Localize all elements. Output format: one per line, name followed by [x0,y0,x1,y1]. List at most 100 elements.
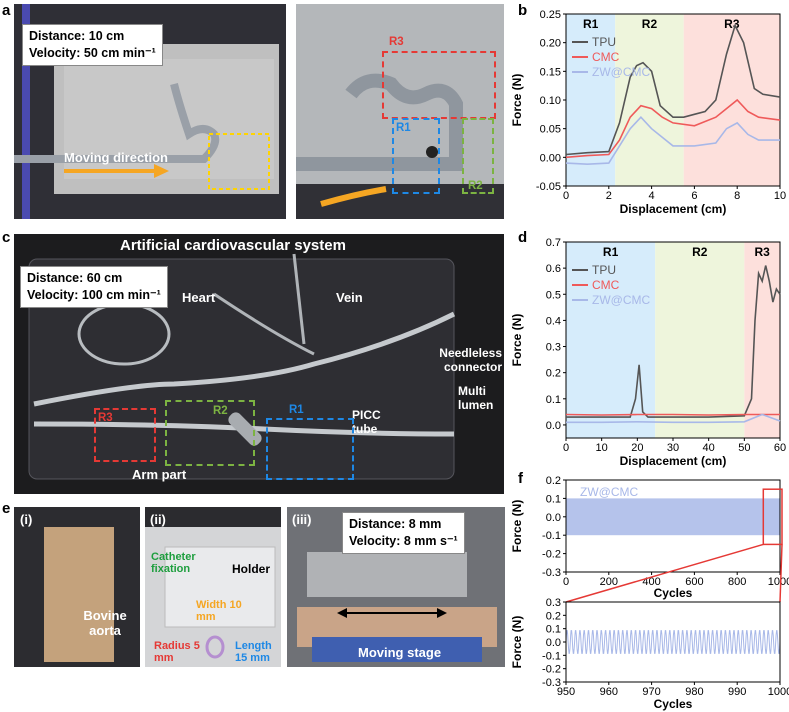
y-tick-label: 0.00 [540,152,561,164]
x-tick-label: 60 [774,442,786,454]
picc-tube-label: PICC tube [352,408,381,436]
x-tick-label: 980 [685,686,703,698]
series-line-zw-cmc [566,413,781,424]
bovine-aorta-illustration [14,507,140,667]
y-tick-label: 0.2 [546,610,561,622]
y-axis-label-bottom: Force (N) [510,616,524,669]
x-tick-label: 10 [774,190,786,202]
panel-a-label: a [2,2,11,19]
panel-a-distance: Distance: 10 cm [29,29,125,43]
y-tick-label: 0.2 [546,368,561,380]
x-tick-label: 40 [703,442,715,454]
panel-e-label: e [2,500,11,517]
region-r3-box-c [94,408,156,462]
y-axis-label: Force (N) [510,74,524,127]
legend-entry: TPU [592,35,616,49]
y-tick-label: -0.05 [536,181,561,193]
y-tick-label: 0.7 [546,237,561,249]
region-r1-label-a: R1 [396,122,411,134]
y-tick-label: 0.6 [546,263,561,275]
y-tick-label: -0.1 [542,530,561,542]
length-label: Length 15 mm [235,640,272,664]
x-tick-label: 1000 [768,576,789,588]
legend-entry: ZW@CMC [580,485,639,499]
panel-c-velocity: Velocity: 100 cm min⁻¹ [27,288,161,302]
y-tick-label: 0.5 [546,289,561,301]
panel-a-photo-right [296,4,504,219]
x-tick-label: 2 [606,190,612,202]
series-line-cmc [565,98,781,159]
region-r1-label-c: R1 [289,404,304,416]
sub-iii-label: (iii) [292,512,312,527]
y-tick-label: 0.0 [546,512,561,524]
x-tick-label: 6 [691,190,697,202]
cardiovascular-model-illustration [14,234,504,494]
series-line-zw-cmc-zoom [565,630,781,654]
x-axis-label: Displacement (cm) [620,202,727,216]
x-tick-label: 4 [649,190,655,202]
region-r1-box-a [392,118,440,194]
legend-entry: ZW@CMC [592,293,651,307]
region-band-r3 [744,242,780,438]
y-tick-label: 0.3 [546,342,561,354]
moving-stage-label: Moving stage [358,645,442,660]
y-tick-label: -0.1 [542,650,561,662]
panel-a-info-box: Distance: 10 cm Velocity: 50 cm min⁻¹ [22,24,163,66]
panel-f-label: f [518,470,523,487]
legend-entry: CMC [592,278,620,292]
x-tick-label: 50 [738,442,750,454]
zoom-connector-left [565,543,764,603]
x-tick-label: 960 [600,686,618,698]
series-line-cmc [565,413,780,416]
radius-label: Radius 5 mm [154,640,200,664]
x-tick-label: 8 [734,190,740,202]
y-axis-label: Force (N) [510,314,524,367]
x-tick-label: 20 [631,442,643,454]
panel-d-label: d [518,229,528,246]
moving-direction-label: Moving direction [64,150,168,165]
region-r1-box-c [266,418,354,480]
y-tick-label: 0.1 [546,394,561,406]
panel-e-distance: Distance: 8 mm [349,517,442,531]
needleless-connector-label: Needleless connector [439,346,502,374]
region-band-r3 [683,14,780,186]
y-tick-label: 0.2 [546,475,561,487]
panel-e-photo-ii [145,507,281,667]
x-tick-label: 30 [667,442,679,454]
y-tick-label: -0.3 [542,677,561,689]
x-tick-label: 200 [600,576,618,588]
panel-c-title: Artificial cardiovascular system [120,237,346,254]
y-tick-label: 0.05 [540,124,561,136]
panel-c-label: c [2,229,11,246]
x-axis-label-top: Cycles [654,586,693,600]
panel-e-info-box: Distance: 8 mm Velocity: 8 mm s⁻¹ [342,512,465,554]
x-tick-label: 600 [685,576,703,588]
y-tick-label: -0.3 [542,567,561,579]
zoom-connector-right [779,544,783,603]
region-r2-box-a [462,118,494,194]
y-tick-label: 0.10 [540,95,561,107]
y-tick-label: 0.25 [540,9,561,21]
y-tick-label: 0.15 [540,66,561,78]
y-tick-label: 0.4 [546,315,561,327]
x-tick-label: 10 [596,442,608,454]
x-tick-label: 990 [728,686,746,698]
region-r2-label-c: R2 [213,405,228,417]
x-tick-label: 0 [563,442,569,454]
region-label-r1: R1 [603,245,619,259]
x-axis-label: Displacement (cm) [620,454,727,468]
x-tick-label: 970 [642,686,660,698]
x-tick-label: 1000 [768,686,789,698]
region-label-r3: R3 [754,245,770,259]
y-axis-label-top: Force (N) [510,500,524,553]
x-tick-label: 950 [557,686,575,698]
region-r2-label-a: R2 [468,180,483,192]
panel-c-distance: Distance: 60 cm [27,271,123,285]
cycle-force-band [566,498,780,536]
catheter-fixation-label: Catheter fixation [151,551,196,575]
x-axis-label-bottom: Cycles [654,697,693,711]
region-band-r2 [615,14,684,186]
panel-b-label: b [518,2,528,19]
chart-f: 02004006008001000-0.3-0.2-0.10.00.10.2ZW… [510,475,789,711]
